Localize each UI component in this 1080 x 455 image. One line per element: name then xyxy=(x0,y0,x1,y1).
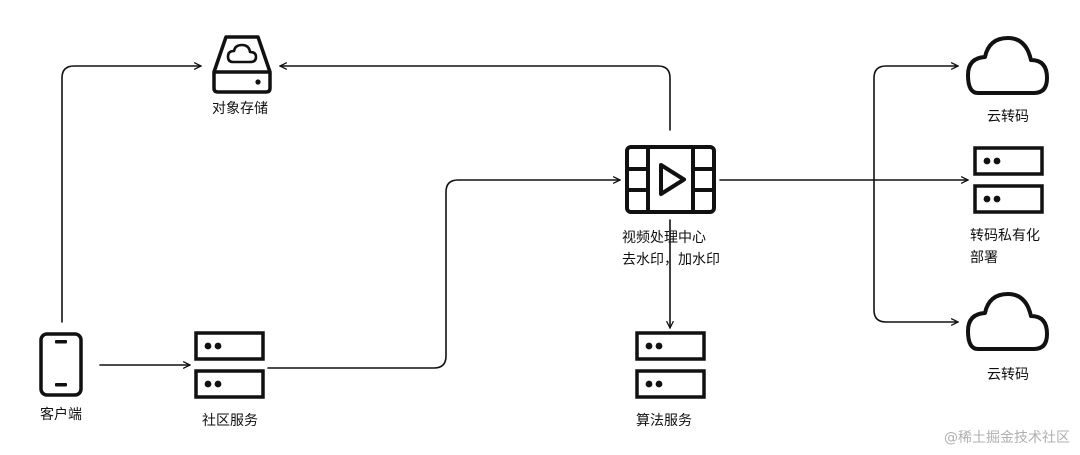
private-transcode-label: 转码私有化 部署 xyxy=(970,225,1040,269)
private-transcode-label-line2: 部署 xyxy=(970,250,998,266)
cloud-transcode-top-icon xyxy=(966,36,1049,95)
community-service-label: 社区服务 xyxy=(202,413,258,429)
private-transcode-label-line1: 转码私有化 xyxy=(970,228,1040,244)
client-label: 客户端 xyxy=(40,407,82,423)
video-center-label-line2: 去水印，加水印 xyxy=(622,252,720,268)
object-storage-icon xyxy=(212,35,272,94)
connector-client-to-storage xyxy=(61,62,202,323)
connector-video-center-to-storage xyxy=(279,62,671,131)
connector-community-to-video-center xyxy=(267,176,621,369)
connector-branch-to-cloud-bottom xyxy=(873,179,959,326)
algorithm-service-label: 算法服务 xyxy=(636,413,692,429)
video-center-film-icon xyxy=(625,145,716,214)
watermark-text: @稀土掘金技术社区 xyxy=(944,430,1070,446)
video-center-label-line1: 视频处理中心 xyxy=(622,230,706,246)
cloud-transcode-top-label: 云转码 xyxy=(987,109,1029,125)
community-service-server-icon xyxy=(194,331,265,399)
client-phone-icon xyxy=(39,332,83,397)
private-transcode-server-icon xyxy=(973,146,1044,214)
connector-branch-to-cloud-top xyxy=(873,62,959,181)
cloud-transcode-bottom-label: 云转码 xyxy=(987,367,1029,383)
video-center-label: 视频处理中心 去水印，加水印 xyxy=(622,227,720,271)
algorithm-service-server-icon xyxy=(635,331,706,399)
object-storage-label: 对象存储 xyxy=(212,101,268,117)
cloud-transcode-bottom-icon xyxy=(966,292,1049,351)
